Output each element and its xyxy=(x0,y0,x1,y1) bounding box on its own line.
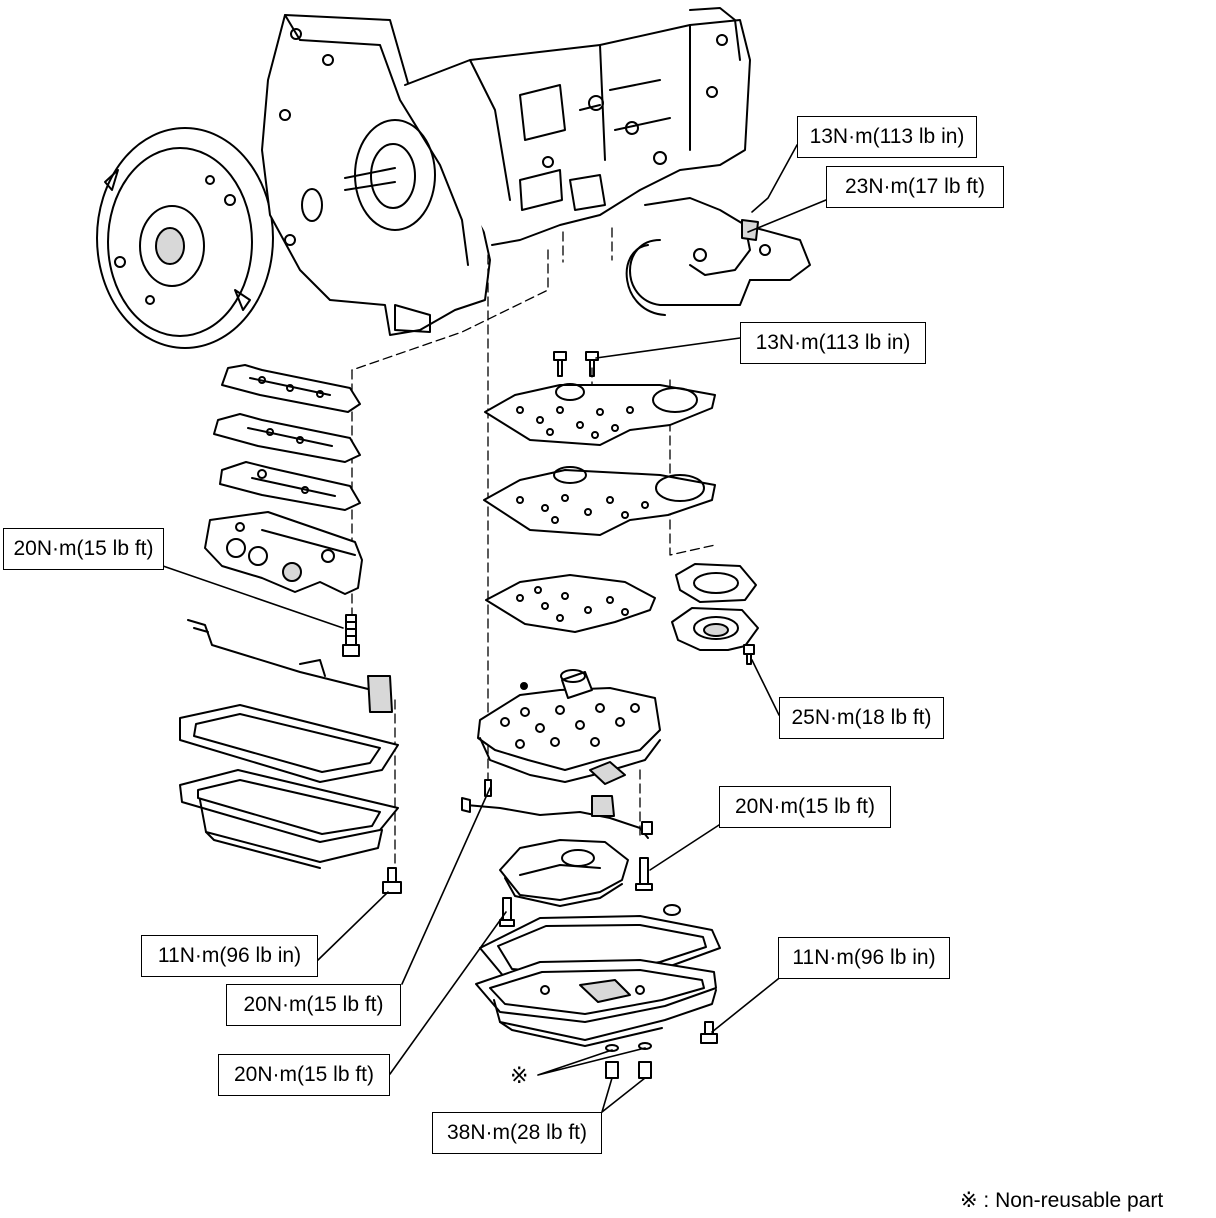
drain-plugs xyxy=(605,1061,652,1079)
lower-separator-plate xyxy=(485,574,656,633)
accumulator-cover xyxy=(671,607,759,651)
left-oil-pan xyxy=(179,769,399,869)
left-separator-plates xyxy=(213,364,361,511)
torque-label-25nm-accumulator: 25N·m(18 lb ft) xyxy=(779,697,944,739)
wiring-harness xyxy=(187,619,393,713)
torque-label-38nm-drain-plug: 38N·m(28 lb ft) xyxy=(432,1112,602,1154)
middle-gasket-plate xyxy=(483,466,716,536)
solenoid-body-bolt xyxy=(342,614,360,657)
non-reusable-legend: ※ : Non-reusable part xyxy=(960,1189,1164,1212)
drain-plug-washers xyxy=(605,1042,652,1052)
torque-label-20nm-strainer: 20N·m(15 lb ft) xyxy=(218,1054,390,1096)
valve-body-harness xyxy=(461,795,653,839)
main-pan-bolt xyxy=(700,1021,718,1044)
torque-label-11nm-main-pan: 11N·m(96 lb in) xyxy=(778,937,950,979)
accumulator-gasket xyxy=(675,563,757,603)
torque-converter xyxy=(96,127,274,349)
transmission-case xyxy=(261,7,811,336)
valve-body-bolts xyxy=(484,779,653,927)
non-reusable-mark: ※ xyxy=(510,1064,529,1089)
torque-label-23nm-shift-lever: 23N·m(17 lb ft) xyxy=(826,166,1004,208)
torque-label-13nm-valve-body: 13N·m(113 lb in) xyxy=(740,322,926,364)
main-oil-pan xyxy=(475,959,717,1047)
left-pan-gasket xyxy=(179,704,399,783)
left-pan-bolt xyxy=(382,867,402,894)
leader-lines xyxy=(157,144,827,1113)
valve-body-upper-bolts xyxy=(553,351,599,377)
torque-label-20nm-valve-body: 20N·m(15 lb ft) xyxy=(226,984,401,1026)
accumulator-bolt xyxy=(743,644,755,665)
torque-label-20nm-solenoid: 20N·m(15 lb ft) xyxy=(3,528,164,570)
upper-separator-plate xyxy=(484,383,716,446)
oil-strainer xyxy=(499,839,629,907)
torque-label-13nm-shift-upper: 13N·m(113 lb in) xyxy=(797,116,977,158)
torque-label-11nm-left-pan: 11N·m(96 lb in) xyxy=(141,935,318,977)
control-valve-body xyxy=(477,669,661,785)
solenoid-body xyxy=(204,511,363,595)
torque-label-20nm-harness: 20N·m(15 lb ft) xyxy=(719,786,891,828)
